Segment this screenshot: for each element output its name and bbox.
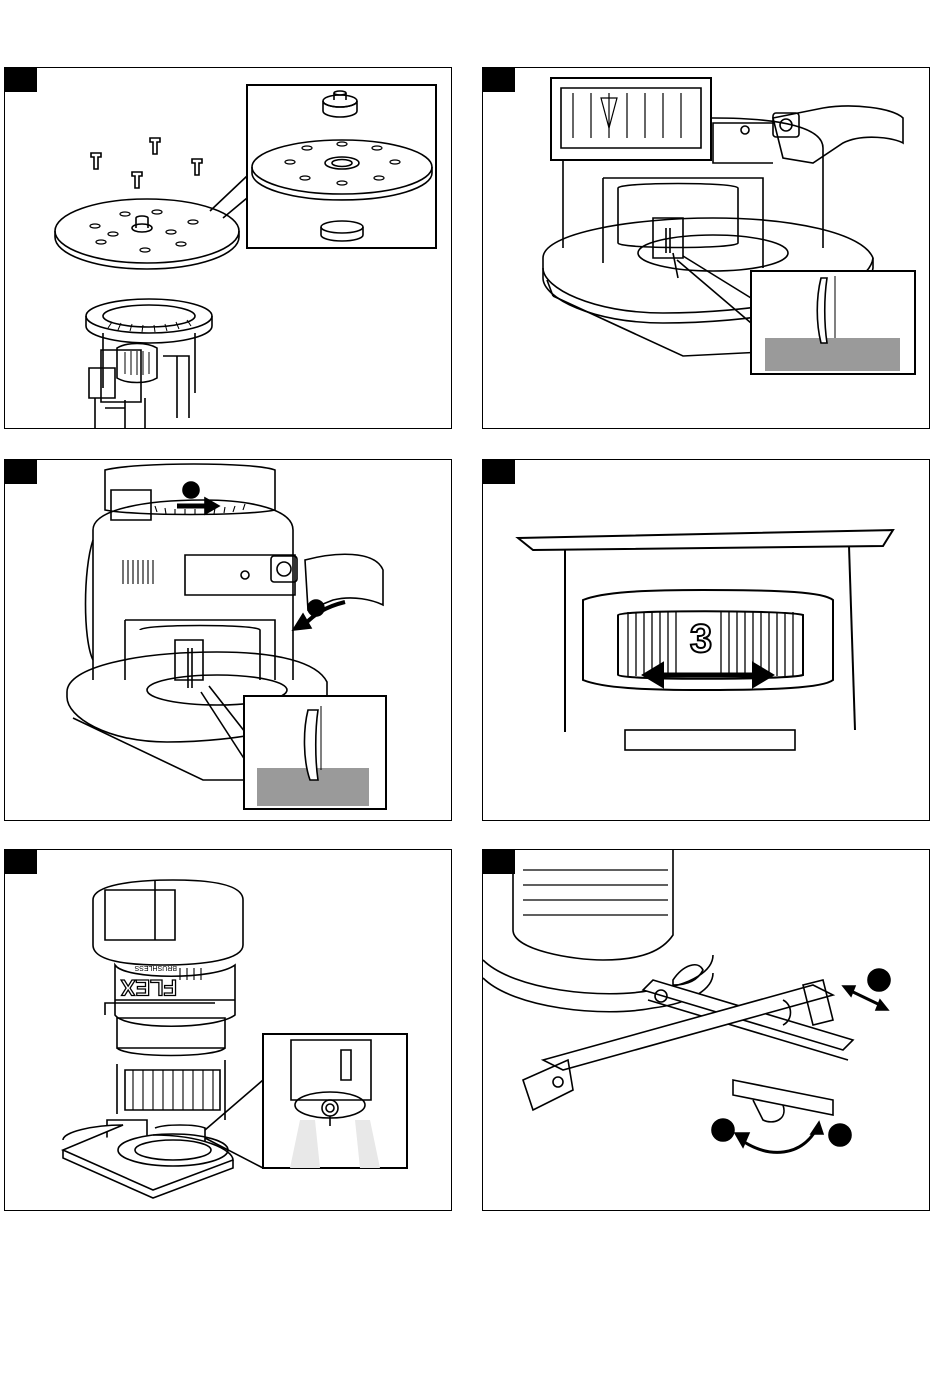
bit-depth-illustration	[483, 68, 930, 429]
flex-logo: FLEX	[120, 975, 177, 1000]
screw-icon	[91, 138, 202, 188]
figure-panel-2	[482, 67, 930, 429]
speed-dial-number: 3	[690, 617, 712, 661]
edge-guide-illustration	[483, 850, 930, 1211]
figure-panel-6	[482, 849, 930, 1211]
figure-panel-1	[4, 67, 452, 429]
motor-label: BRUSHLESS	[134, 964, 177, 971]
figure-panel-4: 3	[482, 459, 930, 821]
depth-adjustment-illustration	[5, 460, 452, 821]
figure-panel-5: BRUSHLESS FLEX	[4, 849, 452, 1211]
speed-dial-illustration: 3	[483, 460, 930, 821]
router-led-illustration: BRUSHLESS FLEX	[5, 850, 452, 1211]
figure-panel-3	[4, 459, 452, 821]
base-plate-illustration	[5, 68, 452, 429]
